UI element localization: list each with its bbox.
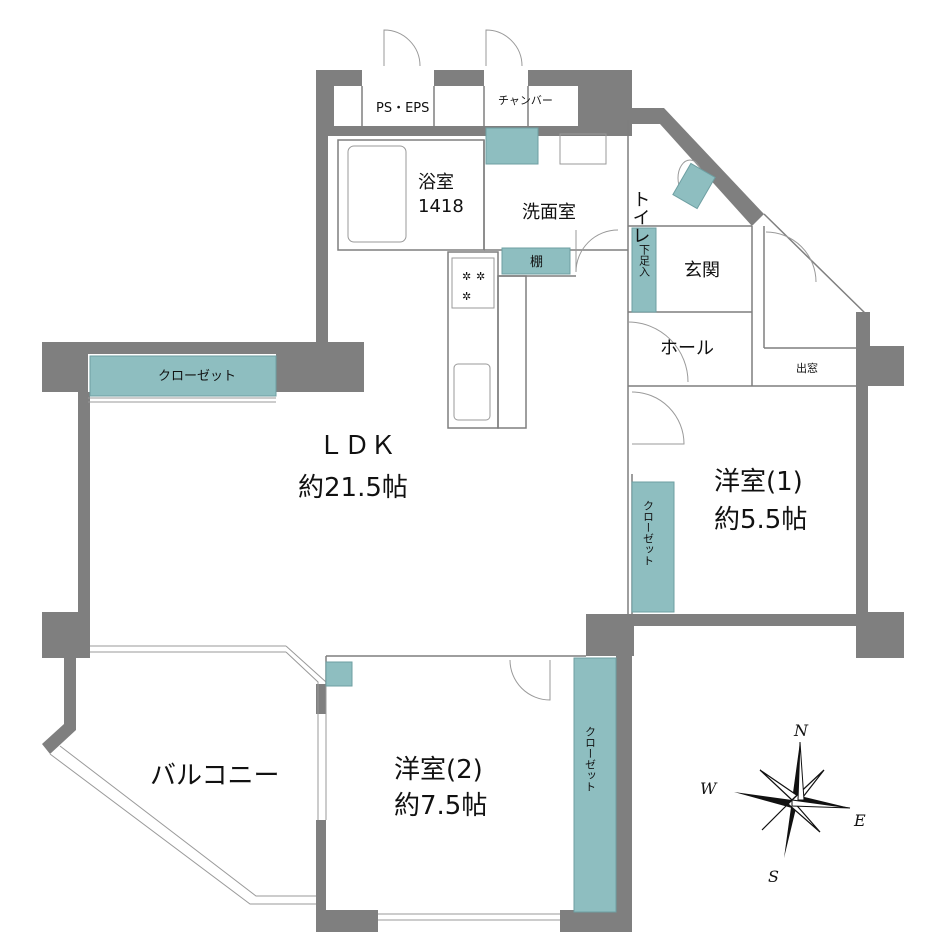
- hall-label: ホール: [660, 338, 714, 359]
- western1-size: 約5.5帖: [714, 505, 807, 535]
- balcony-label: バルコニー: [150, 761, 279, 791]
- pipe-space: [325, 661, 353, 687]
- western2-closet: [573, 657, 617, 913]
- ldk-closet-label: クローゼット: [158, 369, 236, 384]
- entrance-label: 玄関: [684, 260, 720, 281]
- ps-eps-label: PS・EPS: [376, 101, 429, 116]
- compass-n: N: [793, 721, 809, 740]
- compass-w: W: [700, 779, 718, 798]
- washroom-label: 洗面室: [522, 202, 576, 223]
- shelf: [501, 247, 571, 275]
- bay-window-label: 出窓: [796, 361, 818, 375]
- bath-size: 1418: [418, 196, 464, 217]
- bath-name: 浴室: [418, 172, 454, 193]
- compass-rose-icon: N E S W: [700, 721, 866, 886]
- interior-lines: [49, 29, 869, 921]
- stove: ✲ ✲ ✲: [451, 257, 495, 309]
- washbasin: [485, 127, 539, 165]
- chamber-label: チャンバー: [498, 94, 553, 107]
- walls: [42, 70, 904, 932]
- shoe-box: [631, 227, 657, 313]
- western2-closet-label: クローゼット: [584, 726, 597, 792]
- storage-areas: [89, 127, 716, 913]
- compass-s: S: [768, 867, 779, 886]
- toilet-tank: [672, 162, 716, 210]
- shoe-box-label: 下足入: [638, 244, 651, 277]
- ldk-name: ＬＤＫ: [318, 431, 396, 461]
- western2-size: 約7.5帖: [394, 791, 487, 821]
- western1-name: 洋室(1): [714, 467, 803, 497]
- toilet-label: トイレ: [630, 190, 651, 244]
- compass-e: E: [853, 811, 866, 830]
- svg-text:✲: ✲: [462, 270, 471, 283]
- shelf-label: 棚: [530, 255, 543, 270]
- western1-closet: [631, 481, 675, 613]
- svg-text:✲: ✲: [476, 270, 485, 283]
- western2-name: 洋室(2): [394, 755, 483, 785]
- ldk-closet: [89, 355, 277, 397]
- svg-text:✲: ✲: [462, 290, 471, 303]
- western1-closet-label: クローゼット: [642, 500, 655, 566]
- ldk-size: 約21.5帖: [298, 473, 408, 503]
